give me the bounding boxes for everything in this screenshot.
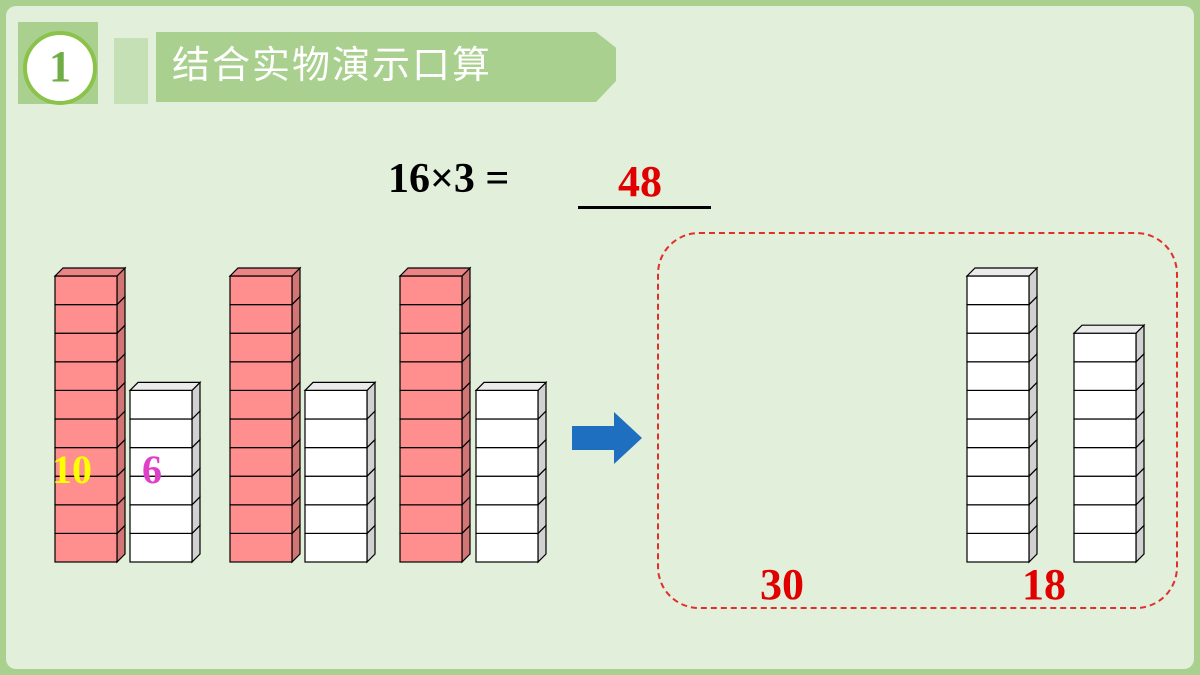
cube-face (54, 275, 118, 306)
cube-face (229, 418, 293, 449)
ones-column (128, 380, 202, 564)
cube-face (229, 304, 293, 334)
cube-face (229, 532, 293, 563)
ones-total-label: 18 (1022, 560, 1066, 609)
cube-face (229, 504, 293, 534)
cube-face (399, 275, 463, 306)
cube-face (475, 504, 539, 534)
cube-face (399, 504, 463, 534)
cube-face (229, 447, 293, 477)
regrouped-tall-column (965, 266, 1039, 564)
cube-face (399, 475, 463, 506)
cube-face (399, 332, 463, 363)
ones-column (474, 380, 548, 564)
cube-face (966, 532, 1030, 563)
cube-top (128, 381, 202, 391)
cube-face (304, 475, 368, 506)
cube-face (129, 532, 193, 563)
cube-face (229, 275, 293, 306)
equation-answer: 48 (618, 157, 662, 206)
cube-face (229, 332, 293, 363)
cube-face (399, 418, 463, 449)
cube-top (228, 267, 302, 277)
cube-face (304, 447, 368, 477)
section-title: 结合实物演示口算 (172, 43, 493, 87)
tens-total-label: 30 (760, 560, 804, 609)
cube-face (1073, 361, 1137, 391)
cube-face (1073, 389, 1137, 420)
cube-face (54, 304, 118, 334)
cube-face (475, 418, 539, 449)
ones-column (303, 380, 377, 564)
cube-face (475, 475, 539, 506)
cube-face (475, 532, 539, 563)
cube-face (475, 447, 539, 477)
cube-face (229, 389, 293, 420)
cube-face (1073, 447, 1137, 477)
cube-face (966, 275, 1030, 306)
cube-face (1073, 504, 1137, 534)
cube-face (129, 504, 193, 534)
cube-face (966, 447, 1030, 477)
cube-face (399, 532, 463, 563)
cube-top (474, 381, 548, 391)
cube-face (1073, 532, 1137, 563)
cube-face (229, 475, 293, 506)
cube-face (54, 532, 118, 563)
cube-face (399, 447, 463, 477)
cube-face (966, 361, 1030, 391)
cube-face (129, 475, 193, 506)
cube-face (966, 418, 1030, 449)
cube-face (54, 361, 118, 391)
cube-face (129, 418, 193, 449)
cube-top (303, 381, 377, 391)
cube-face (304, 532, 368, 563)
tens-column (228, 266, 302, 564)
cube-face (304, 418, 368, 449)
cube-top (965, 267, 1039, 277)
regrouped-short-column (1072, 323, 1146, 564)
tens-label: 10 (52, 447, 92, 492)
cube-face (399, 389, 463, 420)
cube-face (966, 504, 1030, 534)
cube-face (475, 389, 539, 420)
cube-face (1073, 332, 1137, 363)
cube-face (304, 504, 368, 534)
regroup-dashed-box (657, 232, 1178, 609)
section-number-badge: 1 (23, 31, 97, 105)
answer-blank-line (578, 206, 711, 209)
cube-face (304, 389, 368, 420)
cube-face (1073, 418, 1137, 449)
cube-face (966, 389, 1030, 420)
cube-face (54, 418, 118, 449)
ones-label: 6 (142, 447, 162, 492)
cube-face (1073, 475, 1137, 506)
section-number: 1 (49, 42, 71, 91)
cube-face (54, 389, 118, 420)
cube-top (1072, 324, 1146, 334)
cube-face (129, 389, 193, 420)
cube-face (399, 361, 463, 391)
cube-face (966, 304, 1030, 334)
cube-face (54, 332, 118, 363)
cube-top (398, 267, 472, 277)
cube-face (129, 447, 193, 477)
right-arrow-icon (572, 412, 642, 464)
cube-face (399, 304, 463, 334)
cube-face (54, 504, 118, 534)
cube-face (966, 475, 1030, 506)
cube-face (54, 447, 118, 477)
equation-expression: 16×3 = (388, 156, 510, 202)
tens-column (53, 266, 127, 564)
cube-face (966, 332, 1030, 363)
tens-column (398, 266, 472, 564)
cube-top (53, 267, 127, 277)
cube-face (229, 361, 293, 391)
